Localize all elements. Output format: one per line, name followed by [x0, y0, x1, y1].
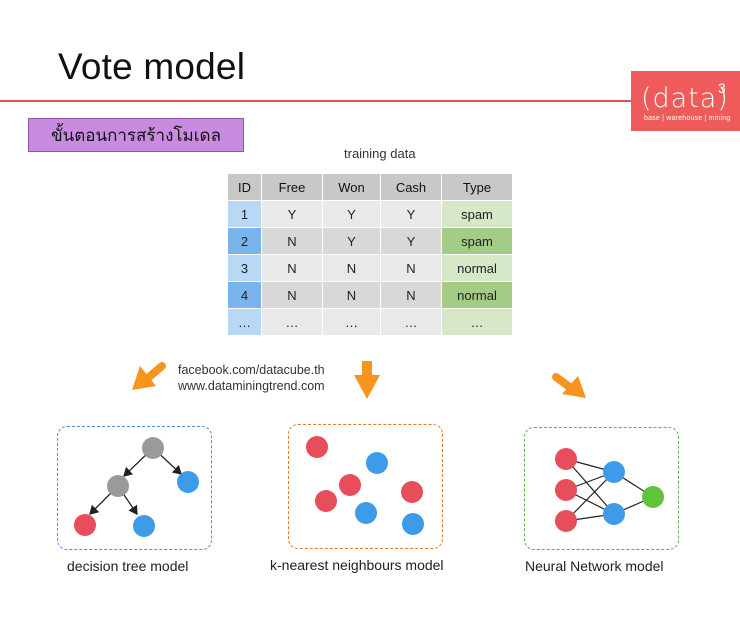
cell-won: … — [322, 308, 381, 336]
tree-leaf-node — [133, 515, 155, 537]
cell-cash: … — [380, 308, 442, 336]
credit-website: www.dataminingtrend.com — [178, 379, 325, 393]
header-id: ID — [228, 174, 262, 201]
logo-main-text: (data) — [641, 83, 729, 114]
logo-tagline: base | warehouse | mining — [644, 115, 731, 122]
cell-free: N — [261, 254, 323, 282]
title-divider — [0, 100, 740, 102]
cell-cash: Y — [380, 227, 442, 255]
step-label: ขั้นตอนการสร้างโมเดล — [28, 118, 244, 152]
cell-cash: Y — [380, 200, 442, 228]
cell-type: normal — [441, 281, 513, 309]
cell-cash: N — [380, 281, 442, 309]
decision-tree-label: decision tree model — [67, 558, 189, 574]
neural-network-label: Neural Network model — [525, 558, 664, 574]
nn-hidden-node — [603, 461, 625, 483]
knn-point — [402, 513, 424, 535]
tree-root-node — [142, 437, 164, 459]
nn-input-node — [555, 448, 577, 470]
credit-facebook: facebook.com/datacube.th — [178, 363, 325, 377]
nn-input-node — [555, 479, 577, 501]
nn-input-node — [555, 510, 577, 532]
header-type: Type — [441, 174, 513, 201]
neural-network-box — [524, 427, 679, 550]
cell-free: … — [261, 308, 323, 336]
cell-won: N — [322, 254, 381, 282]
cell-cash: N — [380, 254, 442, 282]
training-data-table: ID Free Won Cash Type 1 Y Y Y spam 2 N Y… — [228, 174, 513, 336]
cell-won: Y — [322, 200, 381, 228]
knn-point — [339, 474, 361, 496]
cell-type: spam — [441, 200, 513, 228]
cell-type: normal — [441, 254, 513, 282]
neural-network-diagram — [555, 448, 664, 532]
table-row: 4 N N N normal — [228, 281, 513, 309]
cell-type: … — [441, 308, 513, 336]
knn-point — [306, 436, 328, 458]
decision-tree-box — [57, 426, 212, 550]
cell-won: N — [322, 281, 381, 309]
table-row: 3 N N N normal — [228, 254, 513, 282]
cell-id: 1 — [228, 200, 262, 228]
table-header-row: ID Free Won Cash Type — [228, 174, 513, 201]
cell-free: Y — [261, 200, 323, 228]
nn-output-node — [642, 486, 664, 508]
tree-inner-node — [107, 475, 129, 497]
cell-id: 4 — [228, 281, 262, 309]
training-data-caption: training data — [344, 146, 416, 161]
decision-tree-diagram — [74, 437, 199, 537]
knn-point — [366, 452, 388, 474]
cell-won: Y — [322, 227, 381, 255]
nn-hidden-node — [603, 503, 625, 525]
credit-text: facebook.com/datacube.th www.dataminingt… — [178, 362, 325, 394]
cell-id: … — [228, 308, 262, 336]
header-won: Won — [322, 174, 381, 201]
cell-id: 3 — [228, 254, 262, 282]
table-row: 1 Y Y Y spam — [228, 200, 513, 228]
logo-superscript: 3 — [718, 80, 726, 96]
data-cube-logo: (data) 3 base | warehouse | mining — [631, 71, 740, 131]
cell-type: spam — [441, 227, 513, 255]
cell-id: 2 — [228, 227, 262, 255]
tree-leaf-node — [74, 514, 96, 536]
knn-point — [355, 502, 377, 524]
page-title: Vote model — [58, 46, 246, 87]
header-free: Free — [261, 174, 323, 201]
knn-point — [401, 481, 423, 503]
knn-label: k-nearest neighbours model — [270, 557, 444, 573]
knn-diagram — [306, 436, 424, 535]
knn-point — [315, 490, 337, 512]
arrow-down-icon — [354, 361, 380, 399]
tree-leaf-node — [177, 471, 199, 493]
cell-free: N — [261, 281, 323, 309]
arrow-right-icon — [552, 373, 586, 398]
table-row: … … … … … — [228, 308, 513, 336]
header-cash: Cash — [380, 174, 442, 201]
cell-free: N — [261, 227, 323, 255]
knn-box — [288, 424, 443, 549]
table-row: 2 N Y Y spam — [228, 227, 513, 255]
arrow-left-icon — [132, 362, 166, 390]
